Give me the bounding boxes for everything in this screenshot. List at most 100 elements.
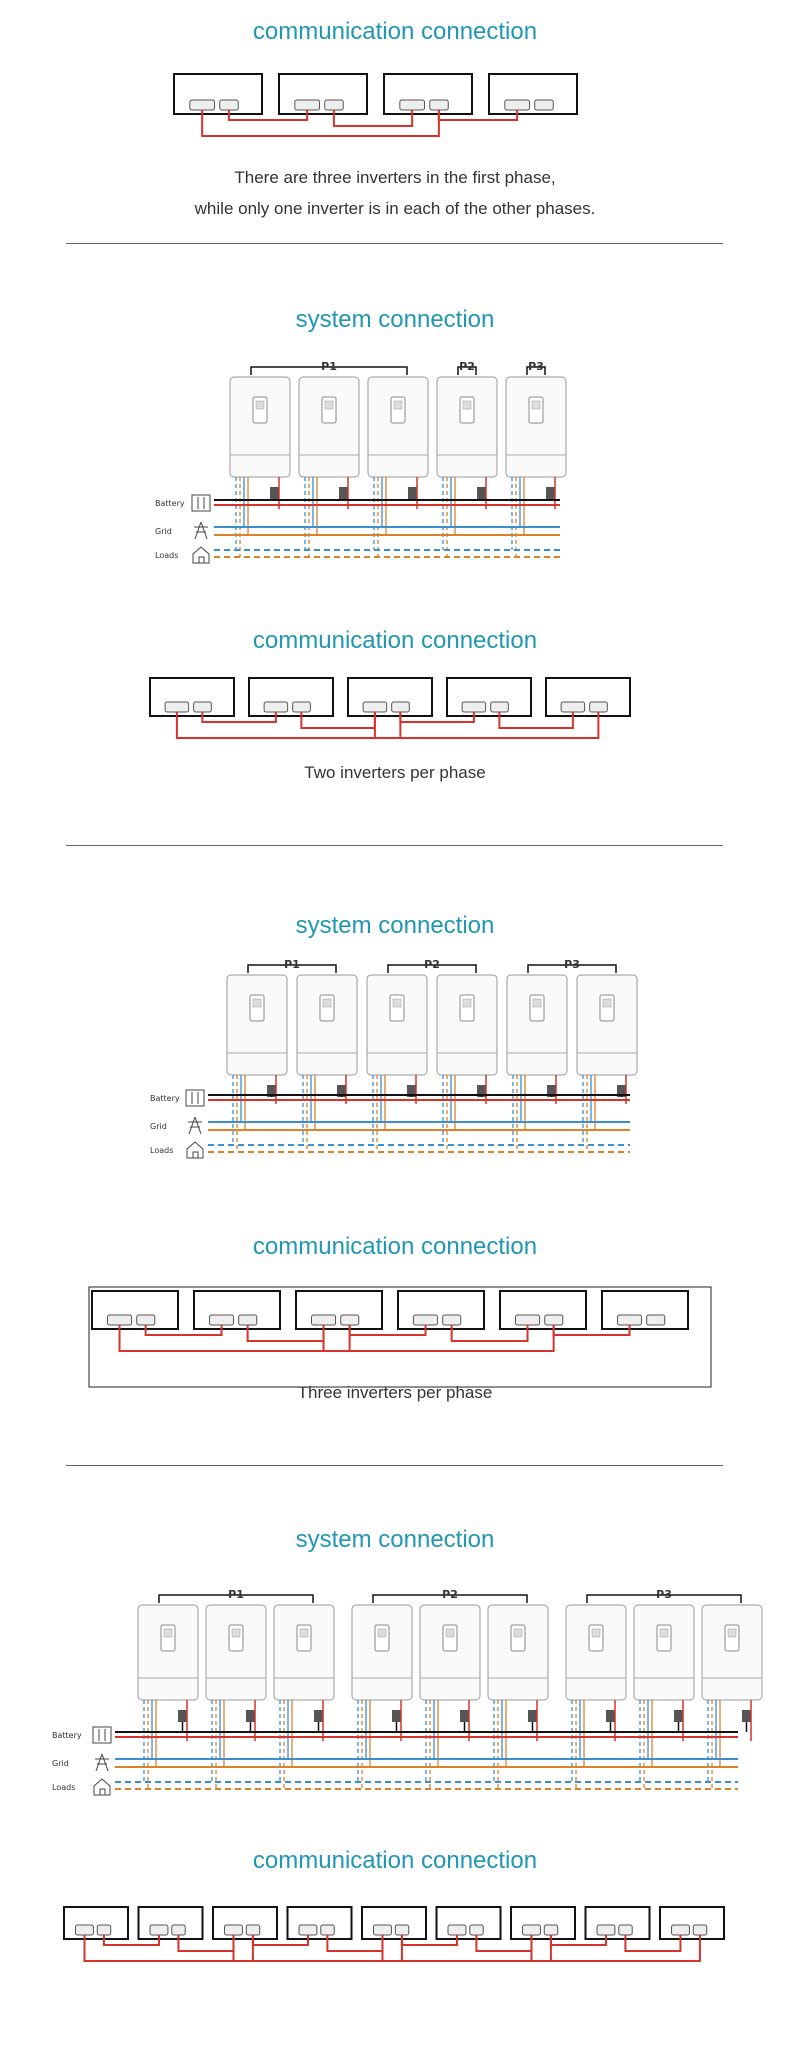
comm-cable — [102, 1935, 160, 1946]
breaker-icon — [617, 1085, 626, 1097]
inverter-unit — [565, 1604, 627, 1789]
rj45-port-icon — [429, 99, 449, 111]
rj45-port-icon — [589, 701, 608, 713]
rj45-port-icon — [320, 1924, 335, 1936]
inverter-comm-box — [91, 1290, 179, 1330]
db9-port-icon — [616, 1314, 643, 1326]
breaker-icon — [528, 1710, 537, 1722]
inverter-unit — [576, 974, 638, 1152]
comm-diagram-1 — [173, 73, 578, 137]
inverter-comm-box — [63, 1906, 129, 1940]
inverter-body — [226, 974, 288, 1076]
inverter-unit — [436, 974, 498, 1152]
rj45-port-icon — [544, 1314, 564, 1326]
inverter-body — [137, 1604, 199, 1701]
inverter-comm-box — [601, 1290, 689, 1330]
comm-cable — [624, 1935, 682, 1952]
comm-diagram-2 — [149, 677, 631, 739]
phase-label: P1 — [228, 1588, 244, 1601]
divider — [66, 845, 723, 846]
rj45-port-icon — [442, 1314, 462, 1326]
rj45-port-icon — [193, 701, 212, 713]
screen-icon — [324, 400, 334, 410]
grid-label: Grid — [150, 1122, 167, 1131]
inverter-box-outline — [435, 1906, 502, 1940]
house-load-icon — [93, 1778, 111, 1796]
phase-bracket — [158, 1594, 314, 1603]
comm-title-2: communication connection — [252, 627, 538, 654]
phase-label: P2 — [459, 360, 475, 373]
screen-icon — [659, 1628, 669, 1638]
battery-icon — [185, 1089, 205, 1107]
breaker-icon — [407, 1085, 416, 1097]
house-door-icon — [192, 1151, 199, 1159]
inverter-box-outline — [137, 1906, 204, 1940]
phase-bracket — [457, 366, 477, 375]
inverter-unit — [487, 1604, 549, 1789]
inverter-box-outline — [446, 677, 532, 717]
db9-port-icon — [106, 1314, 133, 1326]
screen-icon — [462, 400, 472, 410]
db9-port-icon — [189, 99, 215, 111]
phase-bracket — [526, 366, 546, 375]
comm-cable — [83, 1935, 254, 1962]
loads-label: Loads — [150, 1146, 173, 1155]
inverter-body — [576, 974, 638, 1076]
inverter-box-outline — [584, 1906, 651, 1940]
screen-icon — [377, 1628, 387, 1638]
inverter-comm-box — [584, 1906, 651, 1940]
loads-label: Loads — [52, 1783, 75, 1792]
inverter-unit — [351, 1604, 413, 1789]
caption-3: Three inverters per phase — [0, 1377, 790, 1408]
breaker-icon — [460, 1710, 469, 1722]
phase-bracket — [387, 964, 477, 973]
comm-cable — [498, 712, 574, 729]
screen-icon — [231, 1628, 241, 1638]
db9-port-icon — [224, 1924, 243, 1936]
inverter-comm-box — [545, 677, 631, 717]
inverter-box-outline — [510, 1906, 576, 1940]
inverter-unit — [273, 1604, 335, 1789]
db9-port-icon — [208, 1314, 235, 1326]
inverter-box-outline — [248, 677, 334, 717]
caption-2: Two inverters per phase — [0, 757, 790, 788]
screen-icon — [322, 998, 332, 1008]
inverter-box-outline — [545, 677, 631, 717]
db9-port-icon — [164, 701, 190, 713]
inverter-body — [565, 1604, 627, 1701]
breaker-icon — [674, 1710, 683, 1722]
inverter-box-outline — [601, 1290, 689, 1330]
house-load-icon — [186, 1141, 204, 1159]
comm-title-1: communication connection — [252, 18, 538, 45]
comm-cable — [373, 712, 600, 739]
db9-port-icon — [399, 99, 425, 111]
inverter-body — [701, 1604, 763, 1701]
inverter-comm-box — [212, 1906, 278, 1940]
inverter-unit — [367, 376, 429, 557]
inverter-comm-box — [286, 1906, 353, 1940]
breaker-icon — [178, 1710, 187, 1722]
breaker-icon — [547, 1085, 556, 1097]
system-title-2: system connection — [295, 306, 495, 333]
inverter-unit — [506, 974, 568, 1152]
battery-label: Battery — [52, 1731, 82, 1740]
inverter-box-outline — [286, 1906, 353, 1940]
rj45-port-icon — [394, 1924, 410, 1936]
rj45-port-icon — [618, 1924, 633, 1936]
battery-icon — [92, 1726, 112, 1744]
breaker-icon — [314, 1710, 323, 1722]
inverter-body — [367, 376, 429, 478]
inverter-unit — [633, 1604, 695, 1789]
db9-port-icon — [504, 99, 530, 111]
inverter-body — [229, 376, 291, 478]
inverter-body — [298, 376, 360, 478]
inverter-box-outline — [193, 1290, 281, 1330]
inverter-unit — [229, 376, 291, 557]
comm-cable — [232, 1935, 403, 1962]
screen-icon — [392, 998, 402, 1008]
db9-port-icon — [671, 1924, 690, 1936]
inverter-unit — [505, 376, 567, 557]
inverter-box-outline — [63, 1906, 129, 1940]
rj45-port-icon — [136, 1314, 156, 1326]
